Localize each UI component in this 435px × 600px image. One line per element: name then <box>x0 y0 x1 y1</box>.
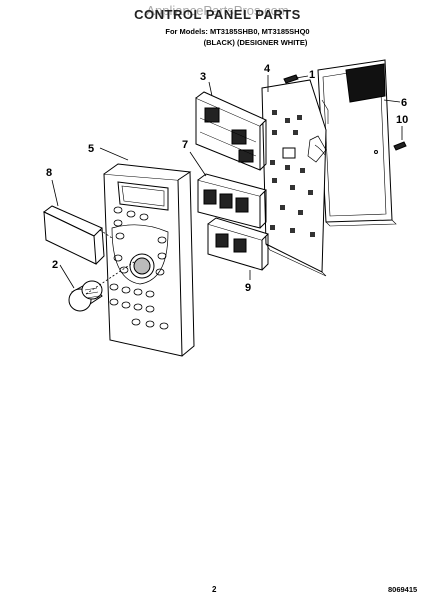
callout-1: 1 <box>309 69 315 81</box>
part-1-screw <box>283 74 299 84</box>
model-colors: (BLACK) (DESIGNER WHITE) <box>203 38 308 47</box>
callout-3: 3 <box>200 71 206 83</box>
model-numbers: For Models: MT3185SHB0, MT3185SHQ0 <box>165 27 310 36</box>
part-2-knob <box>68 280 103 312</box>
part-7-switch-bracket <box>197 173 267 229</box>
part-5-control-panel <box>103 163 195 357</box>
callout-9: 9 <box>245 282 251 294</box>
leader-lines <box>51 75 403 295</box>
part-3-switch-bracket <box>195 91 267 171</box>
callout-4: 4 <box>264 63 271 75</box>
callout-5: 5 <box>88 143 94 155</box>
page-number: 2 <box>212 585 217 594</box>
figure-code: 8069415 <box>388 585 418 594</box>
part-10-screw <box>393 141 407 151</box>
watermark: AppliancePartsPros.com <box>146 3 289 18</box>
callout-10: 10 <box>396 114 408 126</box>
callout-7: 7 <box>182 139 188 151</box>
part-8-lens <box>43 205 105 265</box>
callout-2: 2 <box>52 259 58 271</box>
callout-8: 8 <box>46 167 52 179</box>
part-6-back-panel <box>317 59 397 227</box>
callout-6: 6 <box>401 97 407 109</box>
part-9-switch-bracket <box>207 217 269 271</box>
part-4-circuit-board <box>261 79 329 277</box>
page-title: CONTROL PANEL PARTS <box>134 7 301 22</box>
